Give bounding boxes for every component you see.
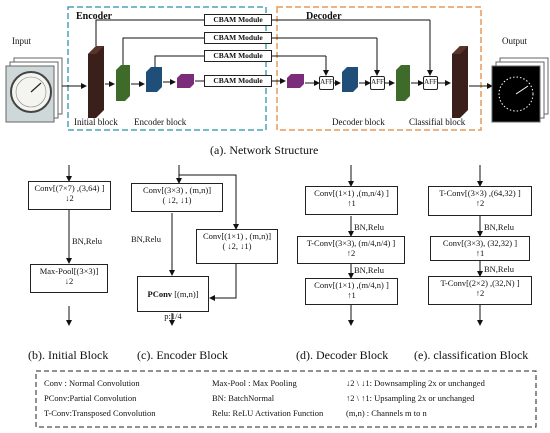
aff-1: AFF xyxy=(319,76,334,90)
decoder-conv2-box: Conv[(1×1) ,(m/4,n) ] ↑1 xyxy=(305,278,398,305)
initial-block-shape xyxy=(88,46,104,118)
legend-up: ↑2 \ ↑1: Upsampling 2x or unchanged xyxy=(346,393,475,403)
network-structure-caption: (a). Network Structure xyxy=(210,143,319,157)
encoder-bn-label: BN,Relu xyxy=(131,234,161,244)
legend-tconv: T-Conv:Transposed Convolution xyxy=(44,408,156,418)
encoder-pconv-box: PConv [(m,n)] p:1/4 xyxy=(137,276,209,321)
encoder-region xyxy=(67,6,267,131)
decoder-block-label: Decoder block xyxy=(332,117,385,127)
legend-down: ↓2 \ ↓1: Downsampling 2x or unchanged xyxy=(346,378,485,388)
pconv-p: p:1/4 xyxy=(164,311,182,321)
initial-block-label: Initial block xyxy=(74,117,118,127)
legend-conv: Conv : Normal Convolution xyxy=(44,378,140,388)
decoder-title: Decoder xyxy=(306,11,342,22)
encoder-block-label: Encoder block xyxy=(134,117,187,127)
decoder-region xyxy=(276,6,482,131)
decoder-conv1-box: Conv[(1×1) ,(m,n/4) ] ↑1 xyxy=(305,186,398,215)
aff-2: AFF xyxy=(370,76,385,90)
encoder-block-caption: (c). Encoder Block xyxy=(137,348,228,362)
class-tconv1-box: T-Conv[(3×3) ,(64,32) ] ↑2 xyxy=(428,186,532,216)
aff-3: AFF xyxy=(423,76,438,90)
classifial-block-shape xyxy=(452,46,468,118)
initial-bn-label: BN,Relu xyxy=(72,236,102,246)
class-conv-box: Conv[(3×3), (32,32) ] ↑1 xyxy=(430,236,530,261)
initial-pool-box: Max-Pool[(3×3)] ↓2 xyxy=(30,264,108,293)
encoder-conv1-box: Conv[(1×1) , (m,n)] ( ↓2, ↓1) xyxy=(196,229,278,264)
output-label: Output xyxy=(502,36,528,46)
output-image xyxy=(491,57,549,123)
decoder-tconv-box: T-Conv[(3×3), (m/4,n/4) ] ↑2 xyxy=(297,236,405,264)
legend-pconv: PConv:Partial Convolution xyxy=(44,393,137,403)
legend-mn: (m,n) : Channels m to n xyxy=(346,408,427,418)
initial-block-caption: (b). Initial Block xyxy=(28,348,109,362)
encoder-title: Encoder xyxy=(76,11,113,22)
legend-bn: BN: BatchNormal xyxy=(212,393,275,403)
pconv-args: [(m,n)] xyxy=(172,289,199,299)
initial-conv-box: Conv[(7×7) ,(3,64) ] ↓2 xyxy=(28,181,111,210)
legend-maxpool: Max-Pool : Max Pooling xyxy=(212,378,297,388)
input-label: Input xyxy=(12,36,31,46)
class-bn2-label: BN,Relu xyxy=(484,264,514,274)
input-image xyxy=(5,57,63,123)
class-tconv2-box: T-Conv[(2×2) ,(32,N) ] ↑2 xyxy=(428,276,532,305)
legend-relu: Relu: ReLU Activation Function xyxy=(212,408,324,418)
cbam-module-1: CBAM Module xyxy=(204,14,272,26)
cbam-module-4: CBAM Module xyxy=(204,75,272,87)
classifial-block-label: Classifial block xyxy=(409,117,466,127)
pconv-name: PConv xyxy=(147,289,173,299)
decoder-block-caption: (d). Decoder Block xyxy=(296,348,389,362)
decoder-purple-block xyxy=(287,74,304,88)
decoder-bn1-label: BN,Relu xyxy=(354,222,384,232)
decoder-green-block xyxy=(396,65,410,101)
cbam-module-2: CBAM Module xyxy=(204,32,272,44)
encoder-blue-block xyxy=(146,67,162,92)
class-bn1-label: BN,Relu xyxy=(484,222,514,232)
encoder-green-block xyxy=(116,65,130,101)
decoder-blue-block xyxy=(342,67,358,92)
cbam-module-3: CBAM Module xyxy=(204,50,272,62)
encoder-conv-box: Conv[(3×3) , (m,n)] ( ↓2, ↓1) xyxy=(131,183,223,212)
legend-box xyxy=(35,370,537,428)
decoder-bn2-label: BN,Relu xyxy=(354,265,384,275)
classification-block-caption: (e). classification Block xyxy=(414,348,529,362)
encoder-purple-block xyxy=(177,74,194,88)
